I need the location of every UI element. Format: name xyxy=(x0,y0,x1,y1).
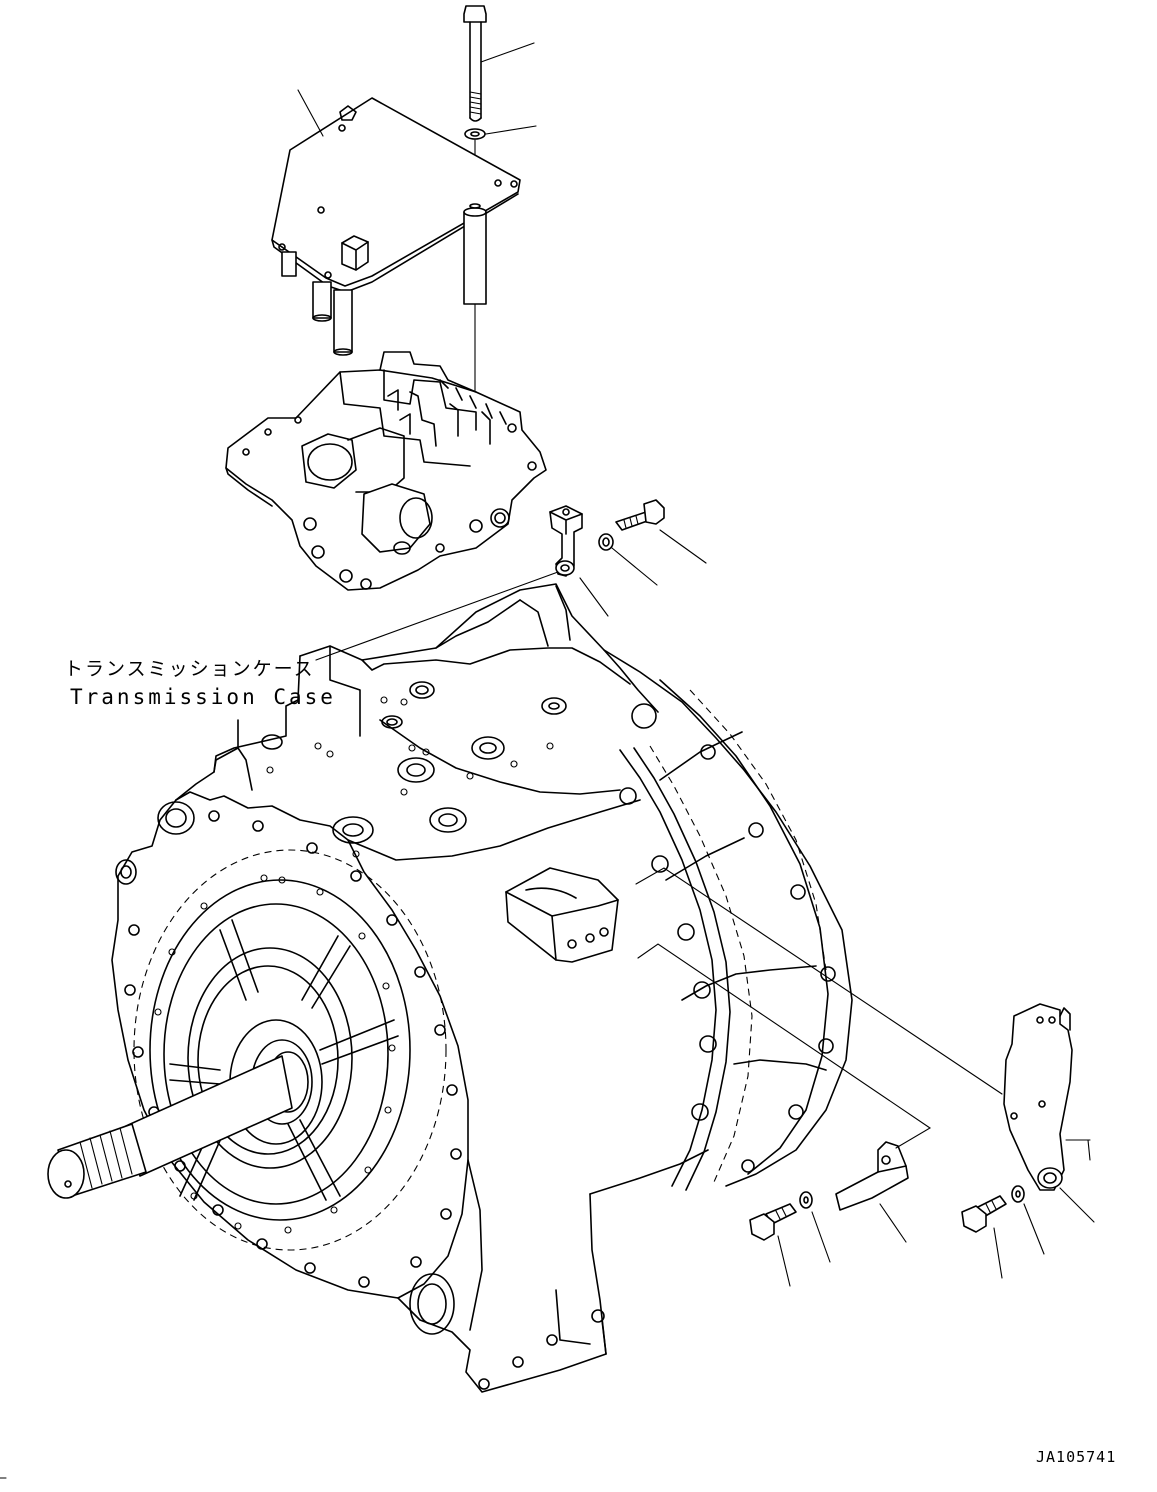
control-valve-assembly[interactable] xyxy=(225,351,547,591)
leader-line xyxy=(993,1227,1003,1279)
drawing-number: JA105741 xyxy=(1036,1448,1117,1466)
projection-lines xyxy=(635,867,1091,1161)
bracket-washer[interactable] xyxy=(598,533,614,551)
center-line xyxy=(315,571,559,661)
bracket-washer[interactable] xyxy=(1011,1185,1025,1203)
standoff-post[interactable] xyxy=(333,289,353,356)
leader-line xyxy=(480,42,535,63)
large-bracket[interactable] xyxy=(1003,1003,1091,1191)
small-bracket[interactable] xyxy=(549,505,583,577)
output-shaft[interactable] xyxy=(47,1019,323,1199)
leader-line xyxy=(579,577,609,617)
leader-line xyxy=(811,1211,831,1263)
standoff-post[interactable] xyxy=(312,281,332,322)
bracket-washer[interactable] xyxy=(799,1191,813,1209)
leader-line xyxy=(1059,1187,1095,1223)
leader-line xyxy=(611,547,658,586)
leader-line xyxy=(485,125,537,135)
bracket-bolt[interactable] xyxy=(749,1203,797,1241)
flat-bracket[interactable] xyxy=(835,1141,909,1211)
transmission-case[interactable] xyxy=(111,583,853,1393)
bracket-bolt[interactable] xyxy=(615,499,665,531)
standoff-post[interactable] xyxy=(281,251,297,277)
leader-line xyxy=(879,1203,907,1243)
standoff-post[interactable] xyxy=(463,203,487,305)
bolt-washer[interactable] xyxy=(464,128,486,140)
bracket-bolt[interactable] xyxy=(961,1195,1007,1233)
leader-line xyxy=(659,529,707,564)
transmission-case-label-en: Transmission Case xyxy=(70,685,336,709)
transmission-case-label-ja: トランスミッションケース xyxy=(64,658,315,680)
long-bolt[interactable] xyxy=(463,5,487,122)
leader-line xyxy=(297,89,324,137)
leader-line xyxy=(777,1235,791,1287)
leader-line xyxy=(1023,1203,1045,1255)
